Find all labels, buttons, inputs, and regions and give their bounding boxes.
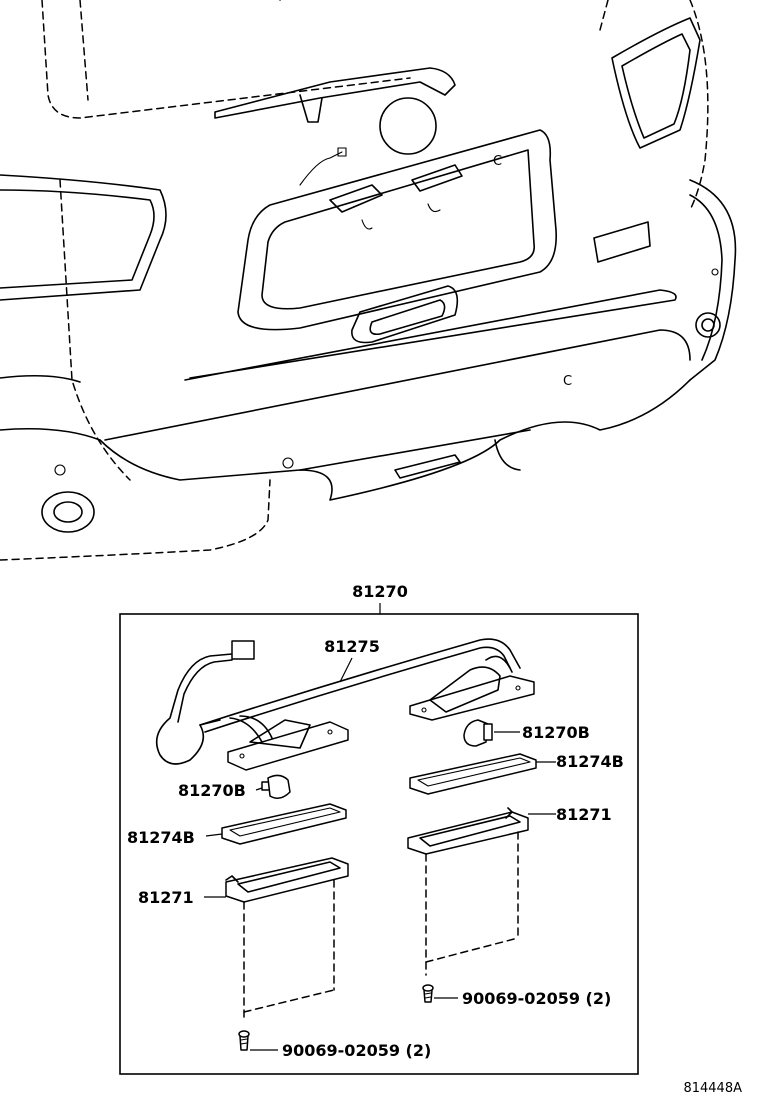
figure-number: 814448A bbox=[683, 1081, 742, 1096]
harness-label: 81275 bbox=[324, 637, 380, 656]
assembly-box bbox=[119, 613, 639, 1075]
lens-left: 81274B bbox=[127, 803, 347, 847]
bulb-right-label: 81270B bbox=[522, 723, 590, 742]
lens-left-label: 81274B bbox=[127, 828, 195, 847]
housing-left: 81271 bbox=[138, 857, 349, 1021]
lens-right-label: 81274B bbox=[556, 752, 624, 771]
svg-text:C: C bbox=[563, 374, 572, 389]
svg-text:C: C bbox=[493, 154, 502, 169]
socket-unit-left bbox=[227, 719, 349, 771]
bulb-right: 81270B bbox=[463, 719, 590, 747]
socket-unit-right bbox=[409, 655, 535, 721]
vehicle-rear-illustration: C C bbox=[0, 0, 737, 561]
housing-right: 81271 bbox=[407, 805, 612, 976]
lens-right: 81274B bbox=[409, 752, 624, 795]
parts-group: 81270 81275 bbox=[119, 582, 639, 1075]
screw-right-label: 90069-02059 (2) bbox=[462, 989, 611, 1008]
bulb-left-label: 81270B bbox=[178, 781, 246, 800]
housing-right-label: 81271 bbox=[556, 805, 612, 824]
screw-left: 90069-02059 (2) bbox=[238, 1030, 431, 1060]
wire-harness: 81275 bbox=[155, 637, 521, 765]
screw-left-label: 90069-02059 (2) bbox=[282, 1041, 431, 1060]
screw-right: 90069-02059 (2) bbox=[422, 984, 611, 1008]
housing-left-label: 81271 bbox=[138, 888, 194, 907]
assembly-label: 81270 bbox=[352, 582, 408, 601]
bulb-left: 81270B bbox=[178, 774, 291, 800]
